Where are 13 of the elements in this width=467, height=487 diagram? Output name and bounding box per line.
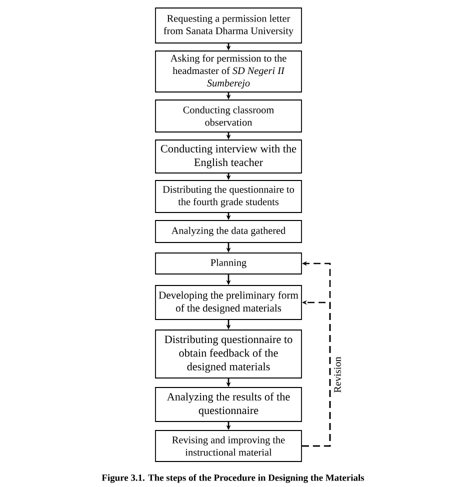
edge-label: Revision [333,356,342,394]
process-box: Conducting classroom observation [155,100,302,132]
process-box: Revising and improving the instructional material [155,430,302,462]
process-box: Analyzing the results of the questionnaire [155,387,302,422]
process-box: Developing the preliminary form of the designed materials [155,285,302,320]
process-box: Distributing questionnaire to obtain feedback of the designed materials [155,330,302,378]
process-box: Conducting interview with the English teacher [155,140,302,174]
process-box: Asking for permission to the headmaster of SD Negeri II Sumberejo [155,50,302,92]
process-box: Analyzing the data gathered [155,220,302,243]
figure-caption: Figure 3.1. The steps of the Procedure in Designing the Materials [102,474,364,483]
process-box: Requesting a permission letter from Sanata Dharma University [155,8,302,44]
process-box: Planning [155,252,302,274]
process-box: Distributing the questionnaire to the fourth grade students [155,180,302,213]
